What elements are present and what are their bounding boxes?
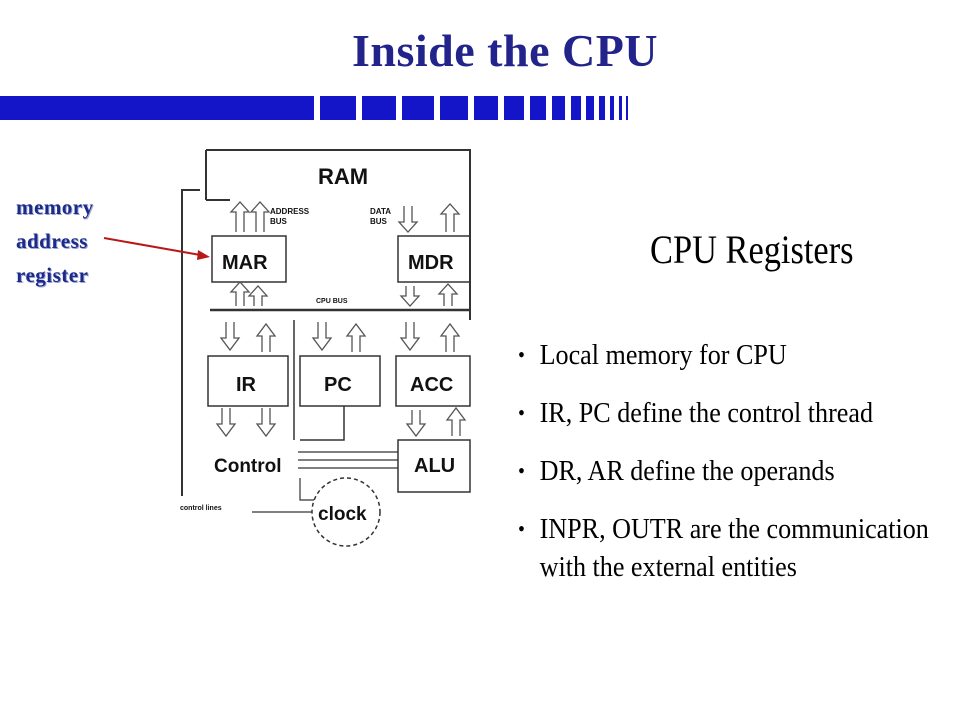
banner-bar xyxy=(0,96,314,120)
cpu-diagram xyxy=(181,149,471,547)
cpu-frame xyxy=(181,189,200,496)
banner-square xyxy=(599,96,605,120)
side-label-line-2: address xyxy=(16,229,88,253)
address-bus-label-2: BUS xyxy=(270,217,288,226)
pointer-line xyxy=(103,237,207,257)
arrow-down-icon xyxy=(397,206,419,233)
banner-square xyxy=(571,96,581,120)
bullet-item: INPR, OUTR are the communication with th… xyxy=(518,510,960,586)
pc-label: PC xyxy=(324,374,352,396)
arrow-down-icon xyxy=(405,410,427,438)
banner-square xyxy=(619,96,622,120)
memory-address-register-label: memory address register xyxy=(16,190,94,292)
arrow-down-icon xyxy=(399,322,421,352)
banner-square xyxy=(586,96,594,120)
side-label-line-3: register xyxy=(16,263,89,287)
banner-square xyxy=(474,96,498,120)
arrow-up-icon xyxy=(439,322,461,352)
arrow-up-icon xyxy=(247,285,269,306)
alu-box xyxy=(397,439,471,493)
clock-label: clock xyxy=(318,504,367,525)
banner-square xyxy=(362,96,396,120)
arrow-up-icon xyxy=(445,406,467,436)
address-bus-label: ADDRESS xyxy=(270,207,310,216)
arrow-down-icon xyxy=(215,408,237,438)
acc-box xyxy=(395,355,471,407)
mdr-box xyxy=(397,235,471,283)
cpu-bus-label: CPU BUS xyxy=(316,298,348,305)
mar-label: MAR xyxy=(222,252,268,274)
arrow-down-icon xyxy=(219,322,241,352)
arrow-down-icon xyxy=(399,286,421,307)
slide-title: Inside the CPU xyxy=(352,25,659,76)
arrow-up-icon xyxy=(439,203,461,232)
arrow-up-icon xyxy=(229,201,251,232)
pc-control-line xyxy=(300,406,345,441)
arrow-down-icon xyxy=(311,322,333,352)
pc-box xyxy=(299,355,381,407)
clock-control-line xyxy=(299,478,314,501)
banner-square xyxy=(504,96,524,120)
ram-label: RAM xyxy=(318,164,368,189)
bullet-item: Local memory for CPU xyxy=(518,336,960,374)
arrow-up-icon xyxy=(249,201,271,232)
banner-square xyxy=(402,96,434,120)
arrow-up-icon xyxy=(255,322,277,352)
arrow-down-icon xyxy=(255,408,277,438)
alu-label: ALU xyxy=(414,455,455,477)
pointer-arrowhead-icon xyxy=(197,250,210,260)
arrow-up-icon xyxy=(437,283,459,306)
control-label: Control xyxy=(214,456,282,477)
banner-square xyxy=(552,96,565,120)
ir-label: IR xyxy=(236,374,257,396)
mdr-label: MDR xyxy=(408,252,454,274)
bullet-item: IR, PC define the control thread xyxy=(518,394,960,432)
title-banner xyxy=(0,96,628,120)
arrow-up-icon xyxy=(229,281,251,306)
mar-box xyxy=(211,235,287,283)
diagram-labels: RAM MAR MDR IR PC ACC ALU Control clock … xyxy=(180,164,455,525)
banner-square xyxy=(320,96,356,120)
side-label-line-1: memory xyxy=(16,195,94,219)
banner-square xyxy=(610,96,614,120)
banner-square xyxy=(626,96,628,120)
bullet-item: DR, AR define the operands xyxy=(518,452,960,490)
banner-square xyxy=(530,96,546,120)
arrow-up-icon xyxy=(345,322,367,352)
bus-arrows xyxy=(215,201,467,438)
ir-box xyxy=(207,355,289,407)
bullet-list: Local memory for CPU IR, PC define the c… xyxy=(518,336,958,606)
control-lines-label: control lines xyxy=(180,505,222,512)
banner-square xyxy=(440,96,468,120)
section-heading: CPU Registers xyxy=(650,227,854,272)
pointer-arrow xyxy=(103,237,210,260)
data-bus-label: DATA xyxy=(370,207,391,216)
data-bus-label-2: BUS xyxy=(370,217,388,226)
acc-label: ACC xyxy=(410,374,453,396)
